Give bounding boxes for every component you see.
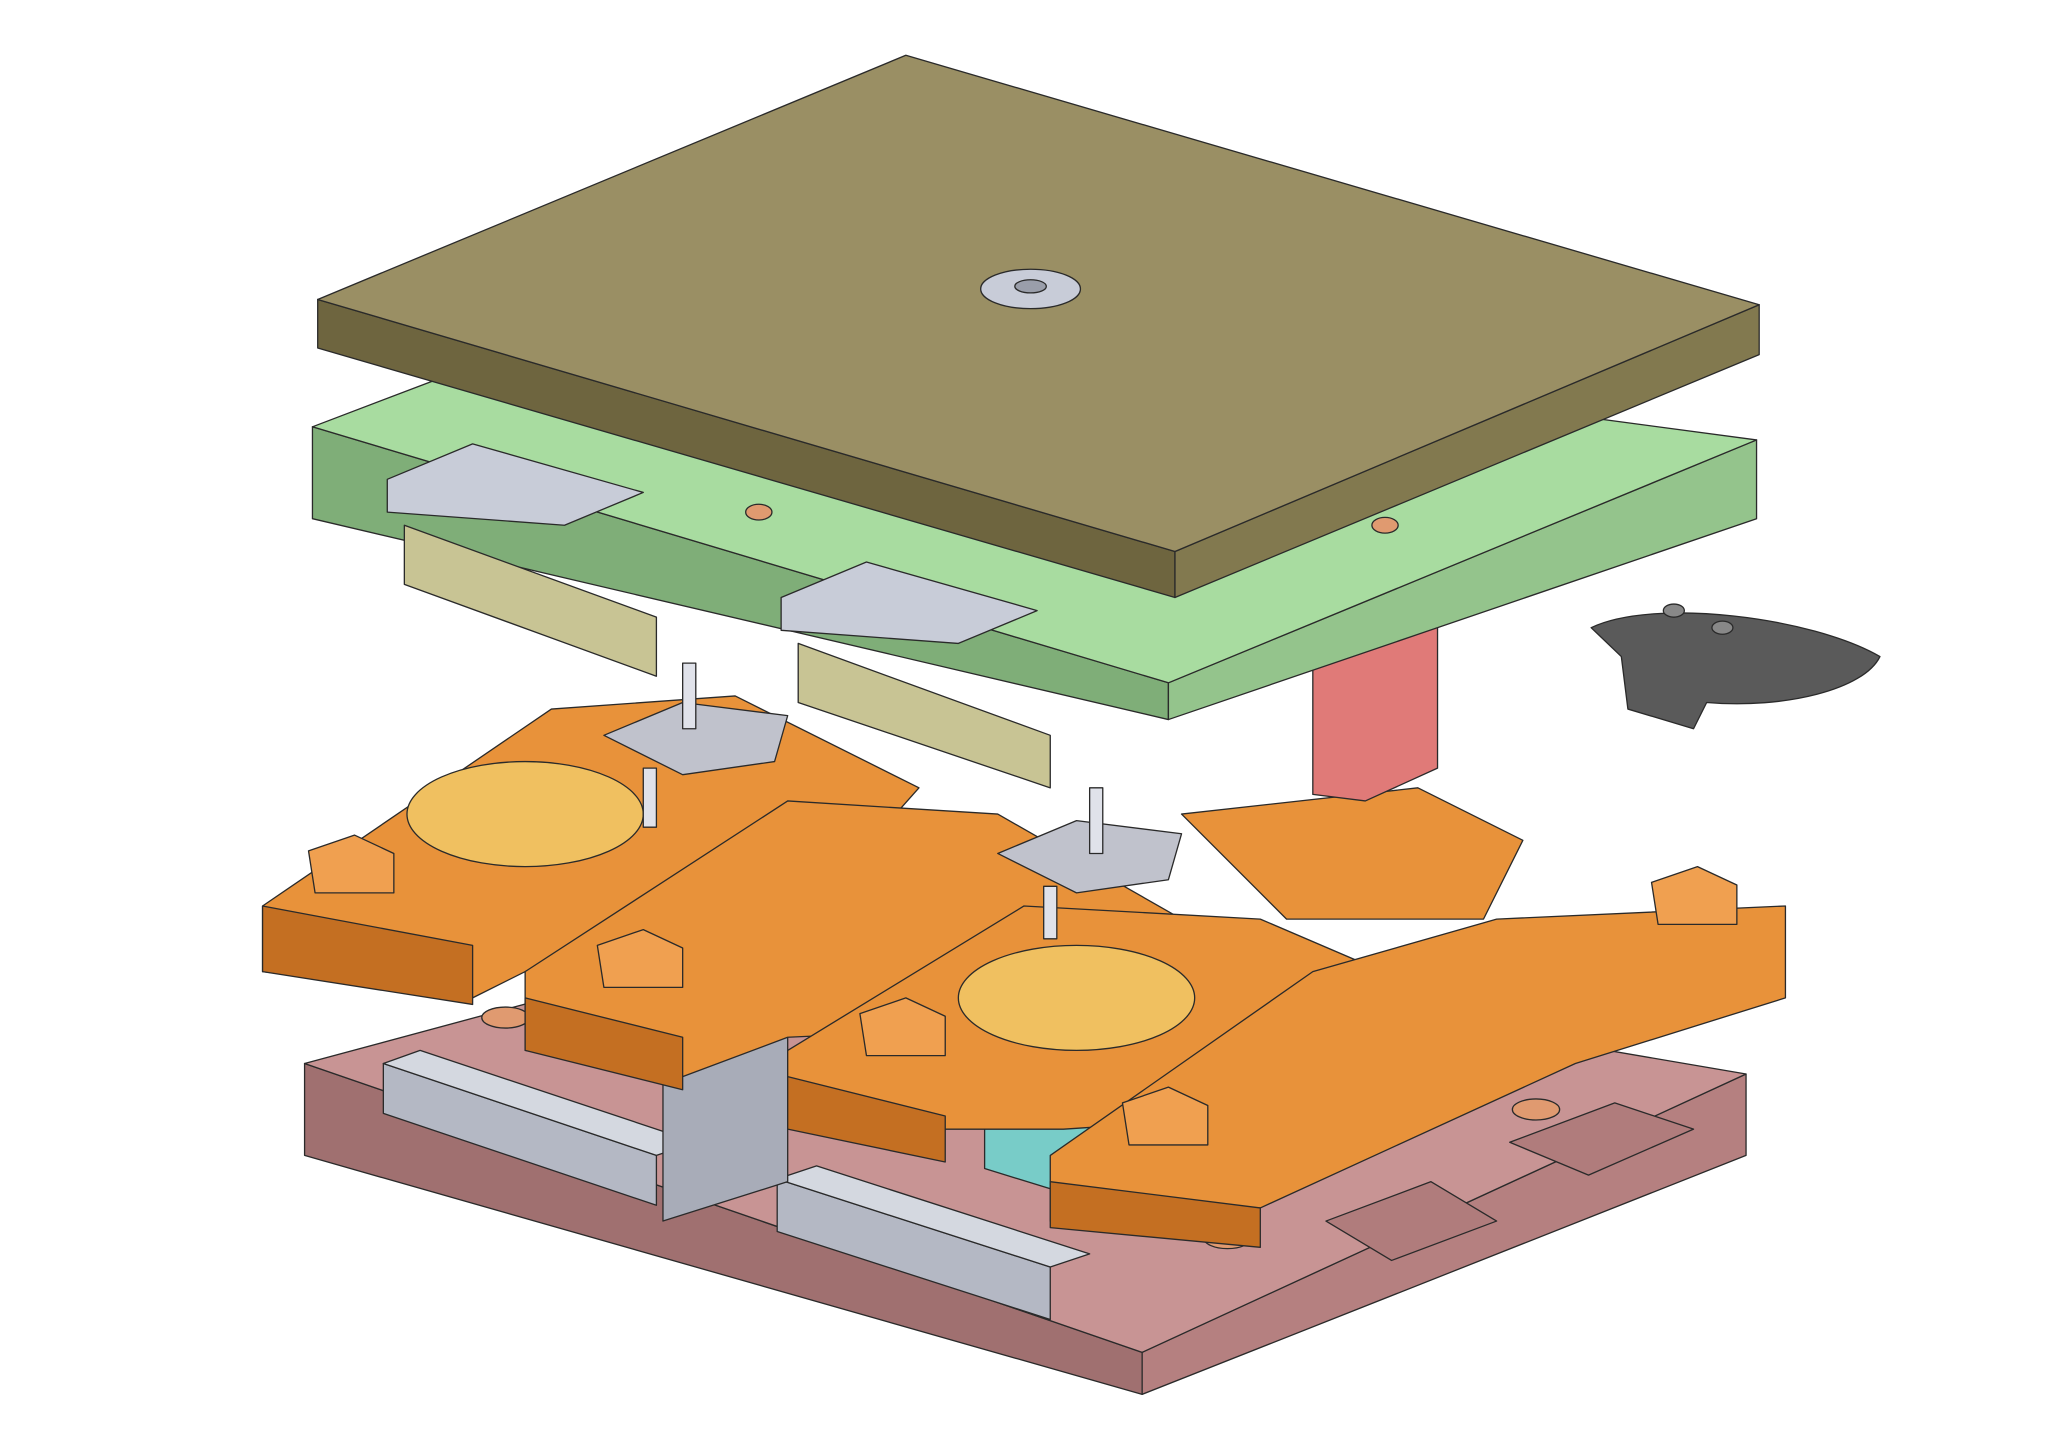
guide-pad: [596, 928, 684, 989]
part-insert: [603, 701, 789, 776]
cavity: [406, 760, 644, 868]
wear-block: [797, 642, 1051, 789]
cavity: [957, 944, 1196, 1052]
guide-rails: [382, 918, 1091, 1321]
wear-blocks: [386, 443, 1051, 789]
ejector-pin: [642, 767, 658, 828]
guide-pad: [1121, 1086, 1209, 1146]
molded-part[interactable]: [1590, 603, 1881, 730]
ejector-pin: [682, 662, 697, 730]
base-pocket: [1509, 1102, 1695, 1176]
sprue-hole: [1014, 279, 1047, 294]
base-pocket: [1325, 1181, 1498, 1262]
part-insert: [997, 819, 1183, 894]
rail-right-top: [776, 1165, 1091, 1268]
molded-part-boss: [1662, 603, 1686, 618]
slider-inserts[interactable]: [261, 695, 1787, 1248]
top-clamp-plate[interactable]: [317, 54, 1760, 599]
guide-pad: [1650, 865, 1738, 926]
base-bushing: [1511, 1098, 1561, 1121]
bushing: [1371, 516, 1399, 534]
slider-front-side: [787, 1075, 946, 1163]
ejector-pin: [1088, 787, 1104, 855]
wear-block: [403, 524, 658, 677]
molded-part-body: [1590, 612, 1881, 730]
ejector-pin: [1043, 885, 1058, 940]
clamp-block: [780, 561, 1038, 645]
bushing: [745, 503, 773, 521]
guide-pad: [307, 834, 395, 894]
base-bushing: [481, 1006, 530, 1029]
slider-middle-side: [524, 997, 684, 1091]
slider-far: [1180, 787, 1524, 920]
guide-pad: [859, 997, 946, 1057]
clamp-block: [386, 443, 644, 526]
molded-part-boss: [1711, 620, 1734, 635]
molded-parts-in-tool: [603, 662, 1183, 940]
slider-left-side: [261, 905, 474, 1006]
slider-right-side: [1049, 1181, 1261, 1248]
